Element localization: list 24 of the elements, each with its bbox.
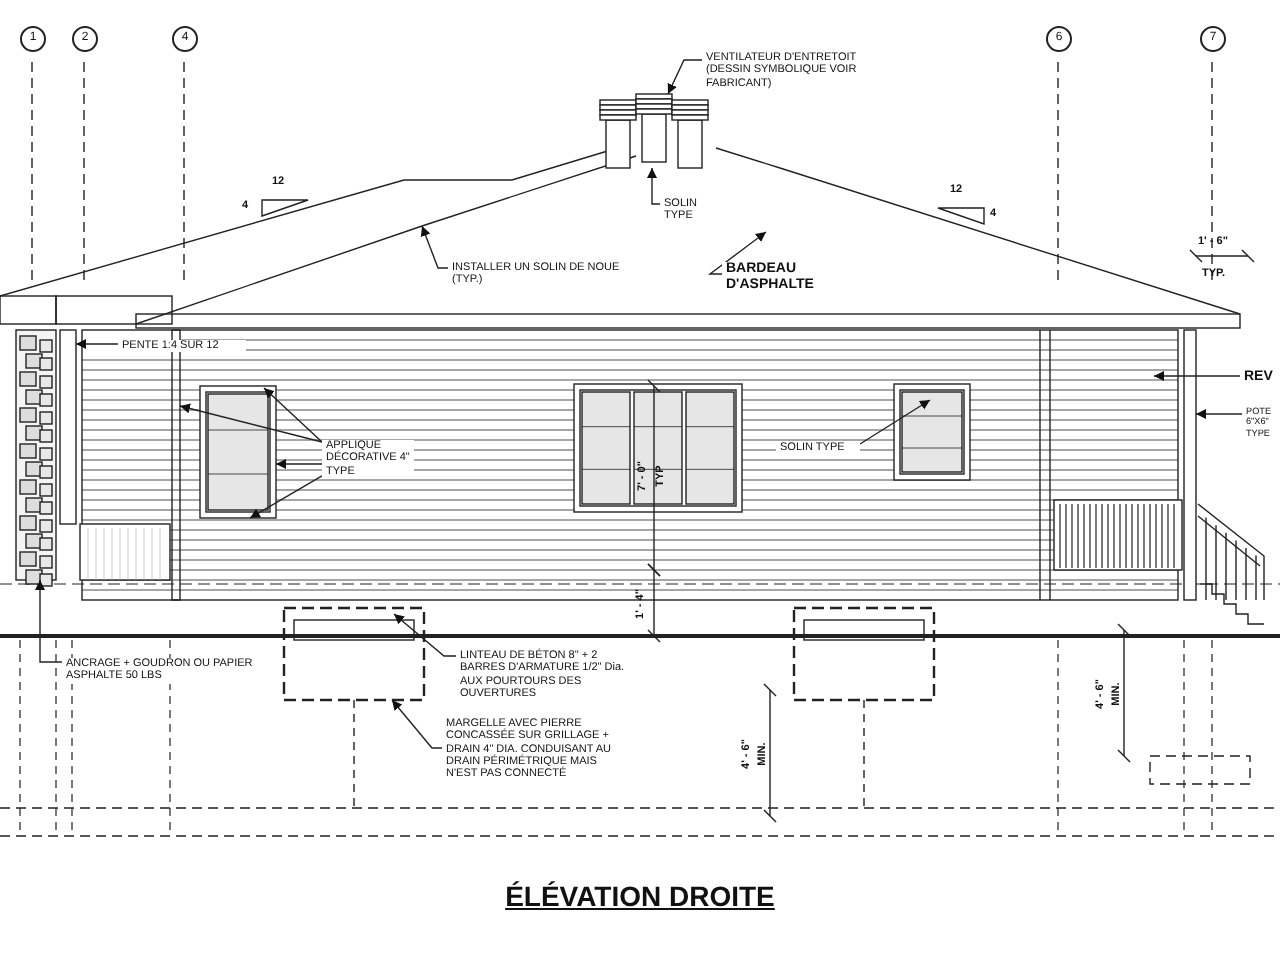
leader-line: [263, 387, 323, 443]
window-drawing: [199, 385, 277, 519]
leader-line: [1195, 409, 1243, 419]
leader-line: [391, 699, 443, 749]
leader-line: [249, 475, 323, 519]
leader-line: [667, 59, 703, 95]
leader-line: [275, 459, 323, 469]
roof-vent-drawing: [599, 93, 709, 169]
stone-column-drawing: [15, 329, 57, 587]
leader-line: [393, 613, 457, 657]
leader-line: [420, 225, 449, 269]
leader-line: [1153, 371, 1241, 381]
leader-line: [859, 399, 931, 445]
porch-post-drawing: [1183, 329, 1197, 601]
leader-line: [35, 579, 63, 663]
window-well-drawing: [282, 606, 426, 702]
leader-line: [179, 403, 323, 443]
leader-line: [647, 167, 661, 205]
window-drawing: [893, 383, 971, 481]
porch-post-drawing: [59, 329, 77, 525]
leader-line: [75, 339, 119, 349]
leader-line: [707, 231, 767, 275]
valley-line: [135, 225, 423, 325]
drawing-title: ÉLÉVATION DROITE: [505, 880, 775, 912]
